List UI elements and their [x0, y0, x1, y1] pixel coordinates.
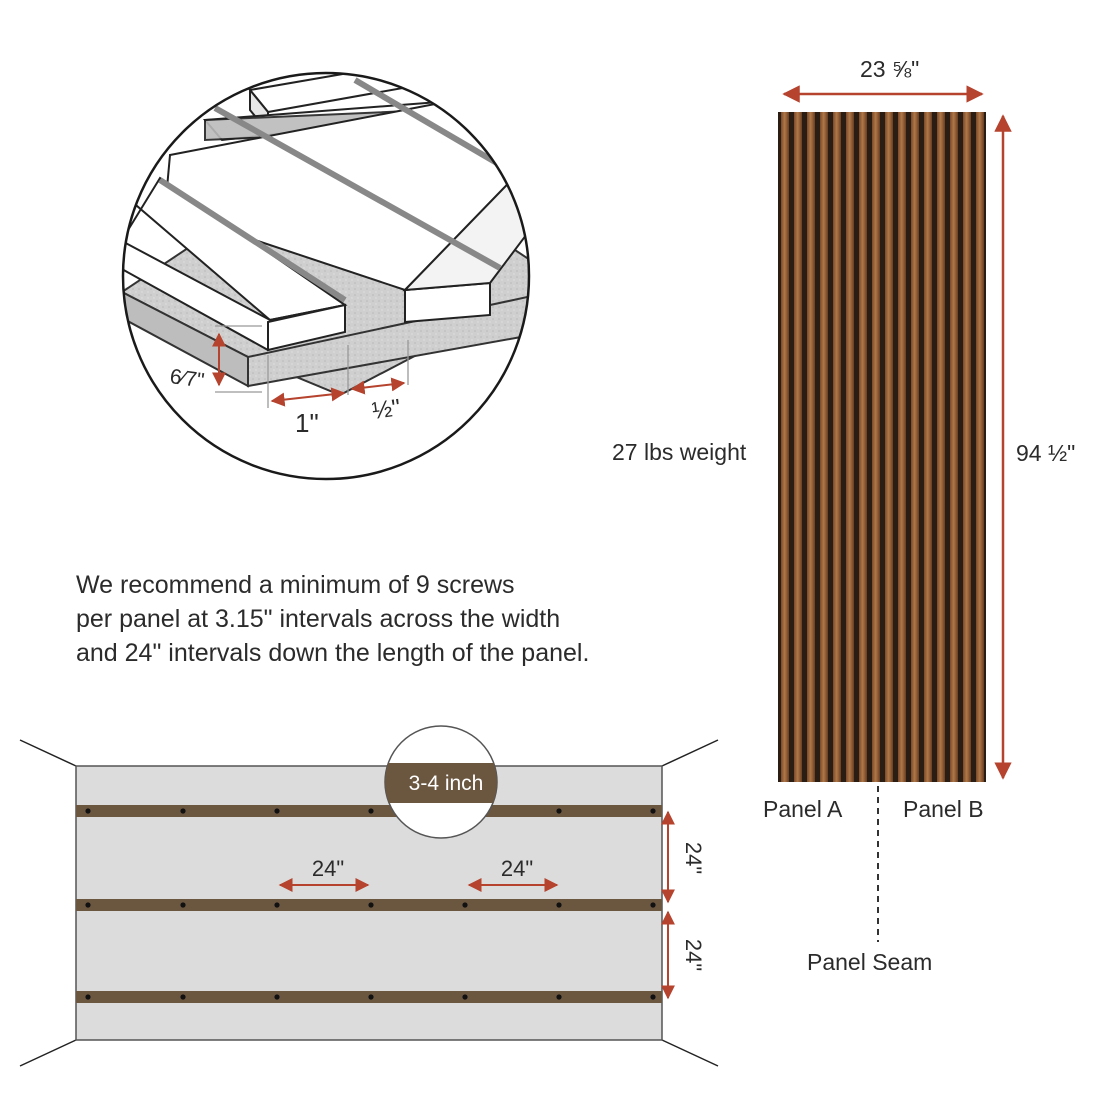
screw-point: [274, 808, 280, 814]
wood-slat: [963, 112, 971, 782]
recommendation-line: per panel at 3.15" intervals across the …: [76, 605, 561, 633]
slat-width-dimension-arrow: [270, 387, 346, 407]
wood-slat: [859, 112, 867, 782]
screw-point: [462, 994, 468, 1000]
screw-point: [462, 902, 468, 908]
slat-width-label: 1": [295, 408, 319, 438]
wood-slat: [872, 112, 880, 782]
wood-slat: [976, 112, 984, 782]
callout-batten: [385, 763, 497, 803]
gap-dimension-arrow: [350, 377, 406, 395]
screw-point: [556, 994, 562, 1000]
screw-recommendation-text: We recommend a minimum of 9 screws per p…: [76, 568, 589, 670]
screw-point: [368, 902, 374, 908]
recommendation-line: We recommend a minimum of 9 screws: [76, 571, 515, 599]
screw-point: [85, 994, 91, 1000]
callout-label: 3-4 inch: [409, 772, 484, 795]
vertical-spacing-label: 24": [681, 939, 706, 971]
screw-point: [274, 902, 280, 908]
panel-height-label: 94 ½": [1016, 440, 1076, 466]
recommendation-line: and 24" intervals down the length of the…: [76, 639, 590, 667]
panel-seam-label: Panel Seam: [807, 949, 933, 975]
gap-label: ½": [370, 394, 402, 425]
wood-slat: [781, 112, 789, 782]
screw-point: [180, 808, 186, 814]
panel-width-label: 23 ⅝": [860, 56, 920, 82]
screw-point: [85, 902, 91, 908]
wood-slat: [885, 112, 893, 782]
screw-point: [368, 808, 374, 814]
wood-slat: [833, 112, 841, 782]
wood-slat: [846, 112, 854, 782]
wood-slat: [807, 112, 815, 782]
wood-slat: [911, 112, 919, 782]
panel-b-label: Panel B: [903, 796, 984, 822]
screw-point: [650, 994, 656, 1000]
horizontal-spacing-label: 24": [501, 856, 533, 881]
screw-point: [556, 808, 562, 814]
wood-slat: [794, 112, 802, 782]
panel-weight-label: 27 lbs weight: [612, 439, 747, 465]
screw-point: [368, 994, 374, 1000]
screw-point: [180, 902, 186, 908]
horizontal-spacing-label: 24": [312, 856, 344, 881]
wood-slat: [820, 112, 828, 782]
thickness-label: 6⁄7": [168, 365, 205, 393]
wood-slat: [937, 112, 945, 782]
wood-slat: [950, 112, 958, 782]
screw-point: [85, 808, 91, 814]
screw-point: [556, 902, 562, 908]
screw-point: [274, 994, 280, 1000]
screw-point: [180, 994, 186, 1000]
vertical-spacing-label: 24": [681, 842, 706, 874]
slat: [123, 176, 348, 352]
panel-a-label: Panel A: [763, 796, 843, 822]
wood-slat: [924, 112, 932, 782]
wood-slat: [898, 112, 906, 782]
screw-point: [650, 808, 656, 814]
screw-point: [650, 902, 656, 908]
